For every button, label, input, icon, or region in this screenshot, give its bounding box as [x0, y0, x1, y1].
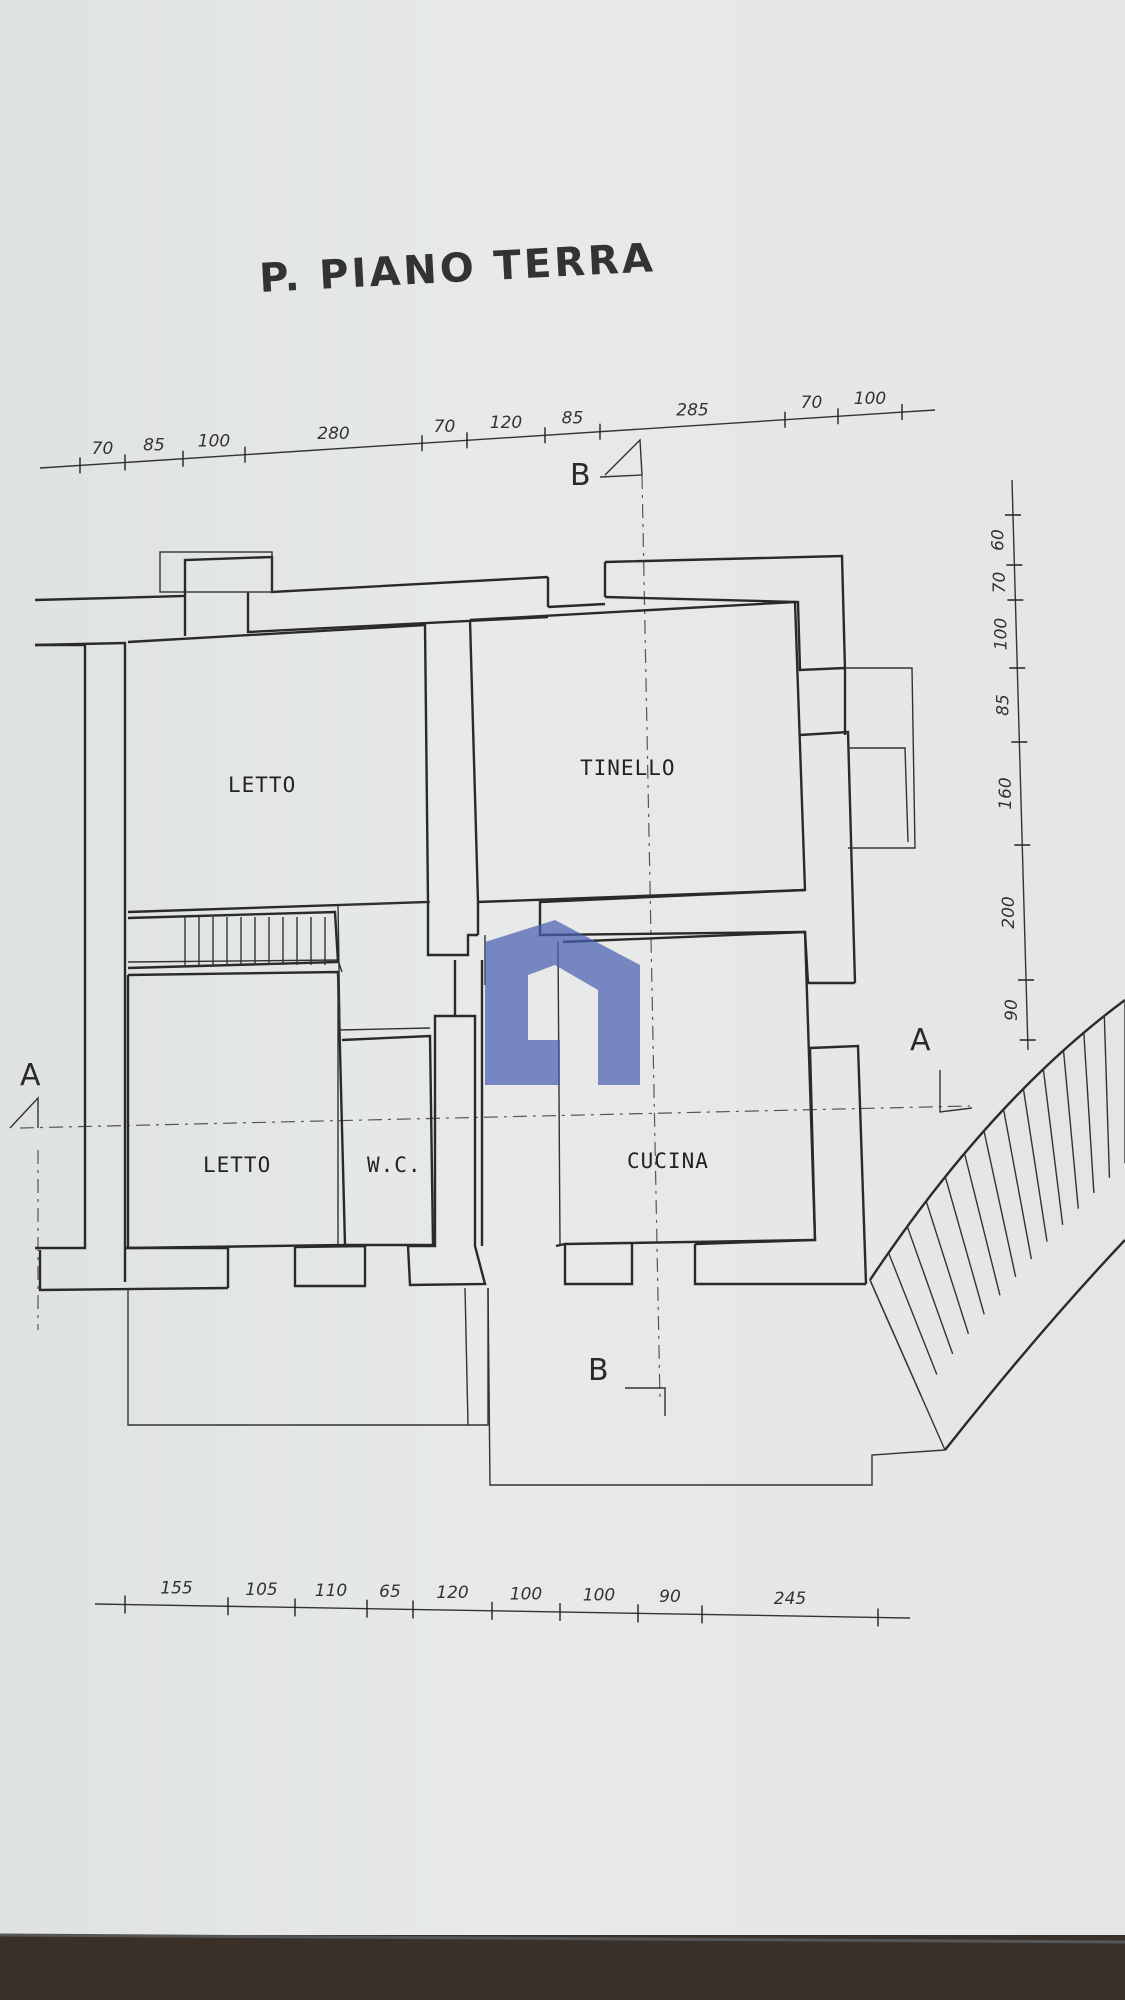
dim-label: 100 [198, 432, 230, 452]
svg-text:A: A [910, 1023, 931, 1058]
dim-label: 65 [379, 1582, 401, 1602]
stair-tread [1103, 1015, 1111, 1178]
dim-label: 90 [659, 1587, 681, 1607]
dim-label: 120 [436, 1583, 468, 1603]
dim-label: 280 [317, 424, 349, 444]
table-surface [0, 1935, 1125, 2000]
svg-text:A: A [20, 1058, 41, 1093]
dim-label: 100 [991, 618, 1011, 650]
dim-label: 100 [854, 389, 886, 409]
external-staircase [869, 999, 1125, 1451]
dim-label: 105 [245, 1580, 277, 1600]
interior-walls [126, 600, 855, 1250]
dim-label: 85 [143, 436, 165, 456]
dim-label: 70 [801, 393, 823, 413]
stair-tread [983, 1130, 1017, 1278]
dim-label: 120 [490, 413, 522, 433]
stair-tread [1042, 1069, 1064, 1225]
dim-label: 90 [1002, 999, 1022, 1021]
room-label-letto-top: LETTO [228, 773, 296, 797]
stair-tread [887, 1252, 938, 1375]
stair-tread [1083, 1032, 1095, 1194]
dim-label: 85 [993, 694, 1013, 716]
room-label-letto-bottom: LETTO [203, 1153, 271, 1177]
stair-tread [1022, 1088, 1048, 1242]
exterior-walls [34, 554, 916, 1292]
svg-text:B: B [588, 1353, 609, 1388]
dim-label: 100 [510, 1584, 542, 1604]
dim-label: 285 [676, 401, 708, 421]
dim-label: 245 [774, 1589, 806, 1609]
room-label-wc: W.C. [367, 1153, 422, 1177]
dim-label: 70 [990, 572, 1010, 594]
svg-text:B: B [570, 458, 591, 493]
stair-tread [1062, 1050, 1079, 1209]
house-logo-icon [485, 920, 640, 1085]
section-marker-b-bottom: B [588, 1353, 666, 1416]
dim-label: 70 [434, 417, 456, 437]
top-dimension-chain: 70 85 100 280 70 120 85 285 70 100 [39, 389, 936, 474]
section-axis-b [641, 474, 661, 1401]
dim-label: 200 [999, 896, 1019, 928]
section-marker-a-right: A [910, 1023, 973, 1113]
room-label-tinello: TINELLO [580, 756, 676, 780]
room-label-cucina: CUCINA [627, 1149, 709, 1173]
right-dimension-chain: 60 70 100 85 160 200 90 [989, 479, 1036, 1051]
dim-label: 85 [562, 408, 584, 428]
dim-label: 70 [92, 439, 114, 459]
bottom-dimension-chain: 155 105 110 65 120 100 100 90 245 [94, 1578, 911, 1627]
dim-label: 160 [996, 777, 1016, 809]
dim-label: 155 [160, 1578, 192, 1598]
stair-tread [925, 1200, 970, 1335]
section-axis-a [19, 1105, 971, 1129]
section-marker-b-top: B [570, 438, 643, 493]
dim-label: 100 [583, 1586, 615, 1606]
dim-label: 60 [989, 529, 1009, 551]
internal-staircase [127, 910, 340, 970]
stair-tread [906, 1226, 954, 1355]
stair-tread [1002, 1109, 1033, 1260]
stair-tread [869, 1279, 922, 1396]
stair-tread [944, 1176, 985, 1315]
chimney [159, 551, 273, 593]
stair-tread [963, 1153, 1001, 1296]
plan-title: P. PIANO TERRA [258, 235, 657, 302]
terrace [127, 1287, 946, 1486]
section-marker-a-left: A [9, 1058, 41, 1129]
dim-label: 110 [315, 1581, 347, 1601]
